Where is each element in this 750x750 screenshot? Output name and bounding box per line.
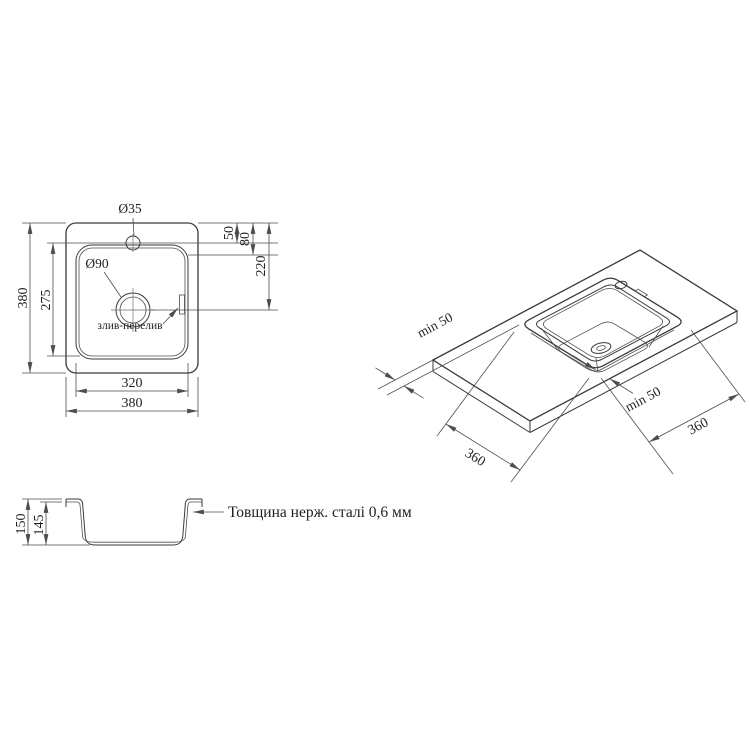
dim-top-to-faucet: 50 [222, 226, 237, 240]
iso-drain-hole-inner [596, 345, 606, 351]
dim-width-overall: 380 [65, 377, 199, 417]
overflow-leader [162, 307, 179, 325]
plan-bowl-outer-edge [75, 244, 189, 360]
svg-text:360: 360 [462, 446, 488, 470]
svg-text:380: 380 [122, 396, 143, 411]
iso-bowl-wall-left [540, 327, 559, 351]
top-view: Ø35 Ø90 злив-перелив 380 275 [16, 201, 278, 417]
thickness-note: Товщина нерж. сталі 0,6 мм [228, 504, 412, 521]
iso-view: min 50 min 50 360 360 [375, 249, 746, 483]
dim-right-chain: 50 80 220 [141, 222, 278, 311]
dim-height-inner: 275 [39, 242, 126, 357]
section-view: 150 145 Товщина нерж. сталі 0,6 мм [14, 498, 412, 546]
svg-text:380: 380 [16, 288, 31, 309]
section-profile-outer [66, 498, 202, 546]
iso-bowl-wall-front [595, 357, 599, 373]
iso-bowl-wall-right [648, 325, 664, 348]
dim-height-overall: 380 [16, 222, 66, 374]
dim-depth-overall: 150 [14, 498, 90, 546]
dim-depth-inner: 145 [32, 501, 62, 545]
svg-text:275: 275 [39, 290, 54, 311]
plan-drain-hole [103, 271, 155, 332]
iso-bowl-bottom [558, 321, 648, 373]
dim-top-to-drain: 220 [254, 256, 269, 277]
svg-text:320: 320 [122, 376, 143, 391]
overflow-label: злив-перелив [97, 320, 163, 332]
svg-text:360: 360 [686, 415, 712, 438]
plan-overflow-slot [179, 294, 185, 315]
plan-bowl-inner-edge [78, 247, 186, 357]
iso-faucet-hole [614, 280, 628, 290]
svg-text:145: 145 [32, 515, 47, 536]
countertop-top-face [431, 249, 739, 422]
plan-outer-edge [65, 222, 199, 374]
dim-front-offset: min 50 [572, 355, 664, 415]
iso-rim-inner [535, 284, 671, 362]
dim-top-to-bowl: 80 [238, 232, 253, 246]
svg-text:min 50: min 50 [415, 309, 456, 340]
section-profile-inner [66, 501, 202, 543]
iso-drain-hole [590, 342, 612, 354]
svg-text:min 50: min 50 [623, 383, 664, 414]
iso-rim-outer [524, 277, 682, 369]
iso-bowl-opening [542, 288, 664, 358]
faucet-diameter-label: Ø35 [118, 201, 141, 216]
svg-text:150: 150 [14, 514, 29, 535]
countertop-thickness [432, 311, 738, 433]
dim-width-inner: 320 [75, 363, 189, 397]
drain-diameter-label: Ø90 [85, 256, 108, 271]
iso-overflow-vent [634, 288, 649, 298]
